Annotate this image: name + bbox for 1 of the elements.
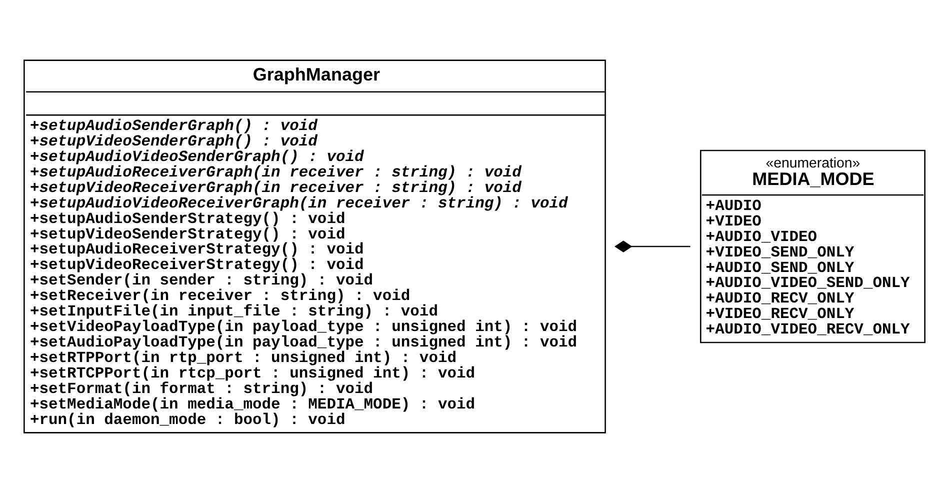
connector (614, 240, 690, 252)
